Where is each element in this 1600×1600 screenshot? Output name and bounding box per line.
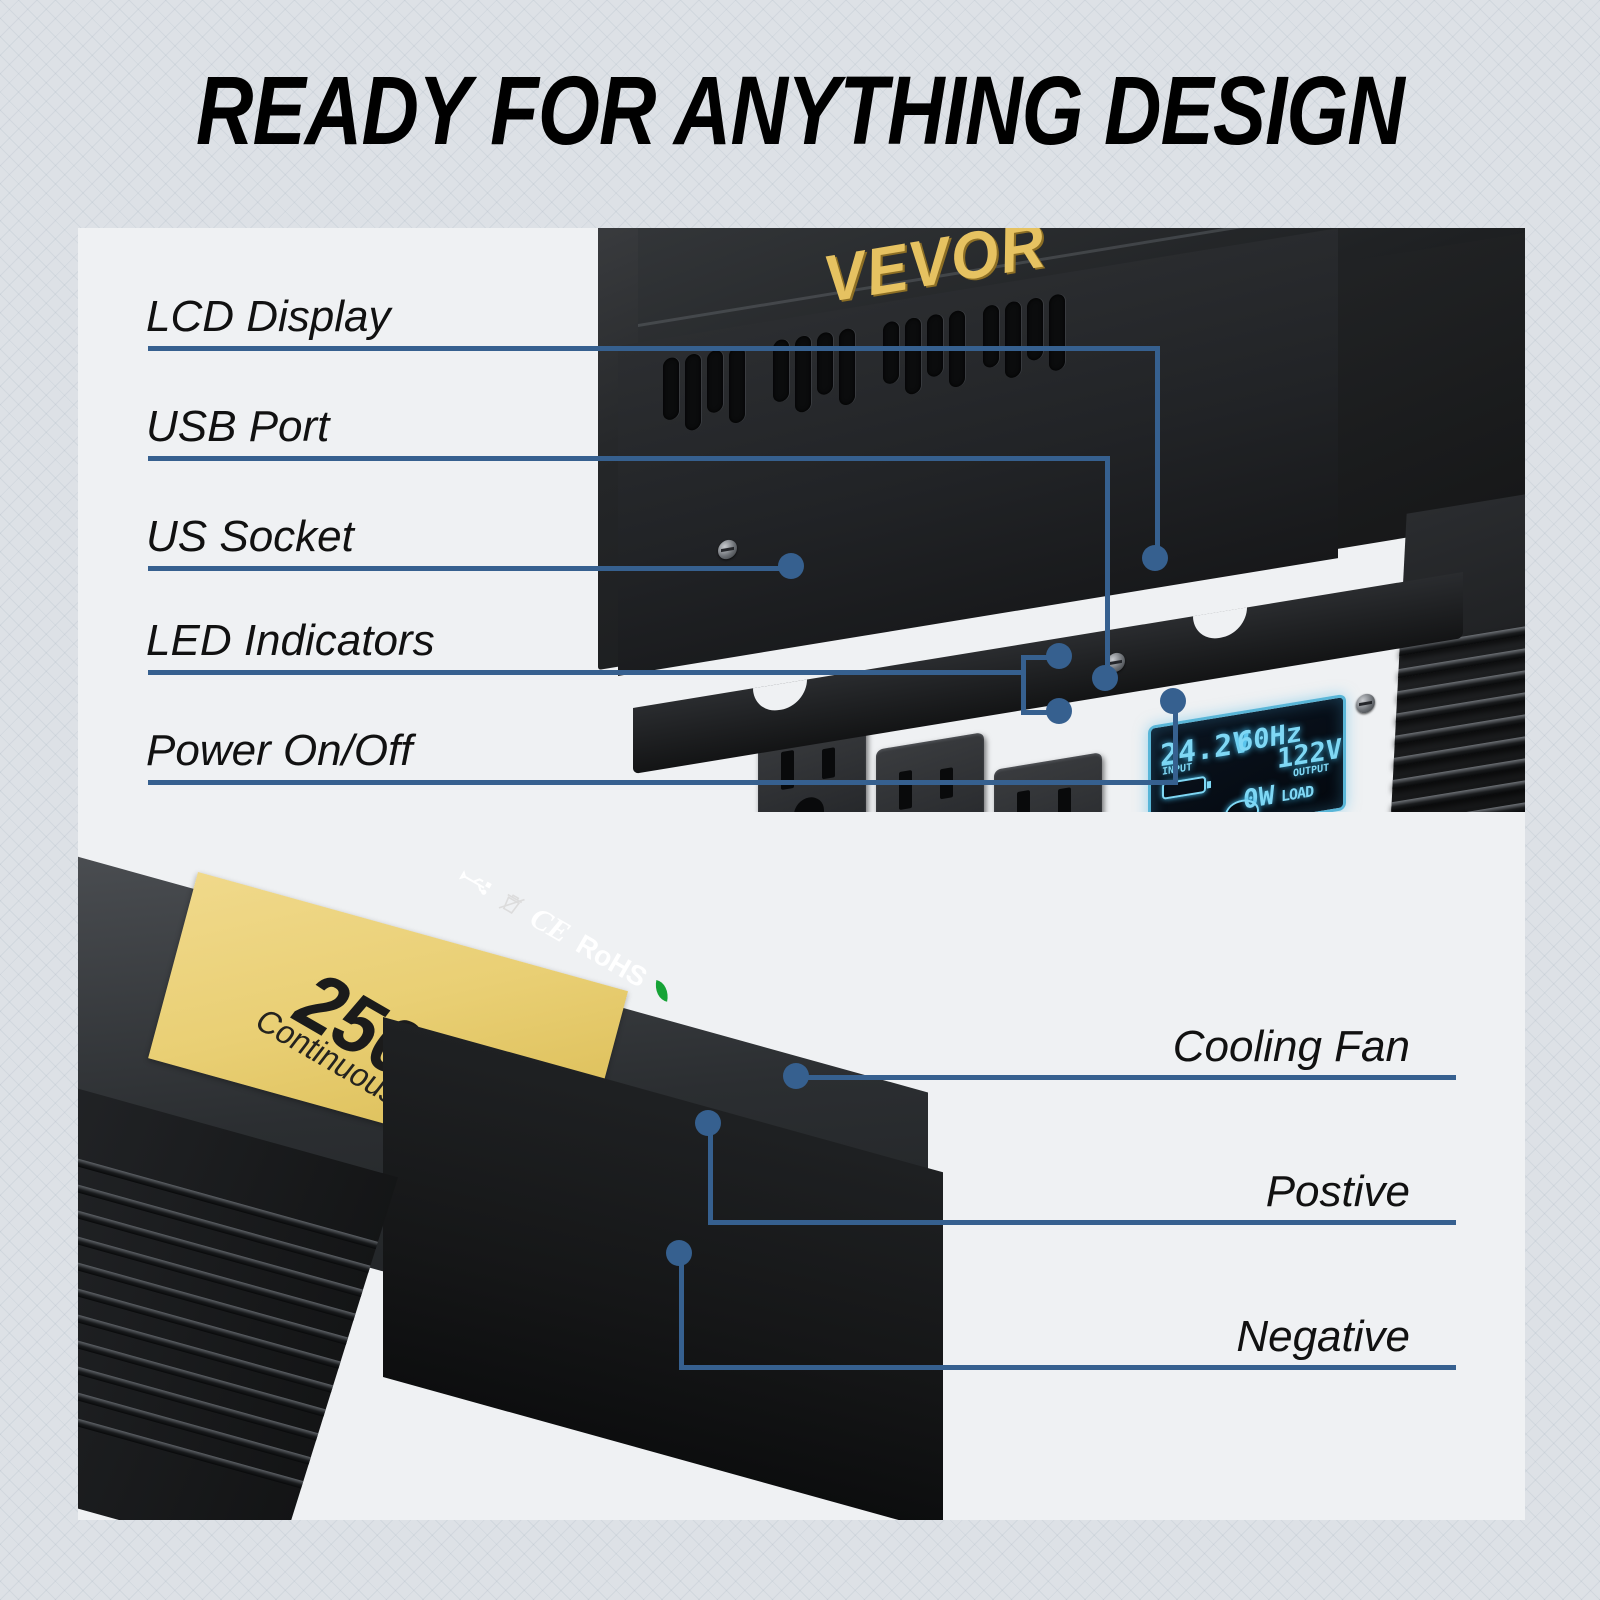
vent-slot — [685, 352, 701, 432]
screw-right — [1356, 692, 1375, 715]
label-cooling-fan: Cooling Fan — [1172, 1022, 1410, 1071]
vent-slot — [729, 345, 745, 425]
lcd-load-label: LOAD — [1281, 782, 1314, 806]
leader-power-v — [1173, 700, 1178, 780]
leader-dot-power — [1160, 688, 1186, 714]
top-product-panel: VEVOR PURE SINE WA 24.2V INPUT 60Hz 122V… — [78, 228, 1525, 812]
leader-dot-usb — [1092, 665, 1118, 691]
vent-slot — [707, 349, 723, 414]
usb-icon — [457, 866, 496, 900]
leader-dot-positive — [695, 1110, 721, 1136]
label-power-onoff: Power On/Off — [146, 726, 413, 775]
vent-slot — [1049, 293, 1065, 372]
leader-led-h2 — [1021, 655, 1059, 660]
ce-mark: CE — [524, 901, 576, 950]
label-positive: Postive — [1265, 1167, 1410, 1216]
leader-socket-h — [148, 566, 788, 571]
label-negative: Negative — [1236, 1312, 1410, 1361]
vent-slot — [1005, 300, 1021, 379]
certification-marks: CE RoHS — [453, 860, 677, 1009]
leader-dot-led-green — [1046, 698, 1072, 724]
leader-led-h3 — [1021, 710, 1059, 715]
leader-neg-h — [679, 1365, 1456, 1370]
leader-dot-socket — [778, 553, 804, 579]
leader-dot-lcd — [1142, 545, 1168, 571]
leader-dot-fan — [783, 1063, 809, 1089]
leader-dot-negative — [666, 1240, 692, 1266]
leader-lcd-v — [1155, 346, 1160, 558]
label-us-socket: US Socket — [146, 512, 354, 561]
vent-slot — [663, 356, 679, 421]
vent-slot — [839, 327, 855, 407]
leader-fan-h — [796, 1075, 1456, 1080]
leader-usb-h — [148, 456, 1110, 461]
label-usb-port: USB Port — [146, 402, 330, 451]
leader-dot-led-red — [1046, 643, 1072, 669]
leader-led-h — [148, 670, 1026, 675]
leader-power-h — [148, 780, 1178, 785]
vent-slot — [1027, 296, 1043, 362]
leader-usb-v — [1105, 456, 1110, 678]
vent-slot — [905, 316, 921, 396]
vent-slot — [983, 303, 999, 369]
leader-neg-v — [679, 1252, 684, 1365]
leader-pos-v — [708, 1122, 713, 1220]
weee-icon — [496, 888, 527, 920]
leader-lcd-h1 — [148, 346, 1160, 351]
page-title: READY FOR ANYTHING DESIGN — [195, 56, 1405, 165]
vent-slot — [883, 320, 899, 385]
leaf-icon — [652, 979, 672, 1002]
leader-pos-h — [708, 1220, 1456, 1225]
inverter-rear-illustration: 2500W Continuous power CE RoHS — [78, 812, 1525, 1520]
label-led-indicators: LED Indicators — [146, 616, 435, 665]
label-lcd-display: LCD Display — [146, 292, 391, 341]
vent-slot — [817, 331, 833, 396]
bottom-product-panel: 2500W Continuous power CE RoHS — [78, 812, 1525, 1520]
leader-led-v — [1021, 655, 1026, 715]
us-socket-2 — [876, 732, 984, 812]
